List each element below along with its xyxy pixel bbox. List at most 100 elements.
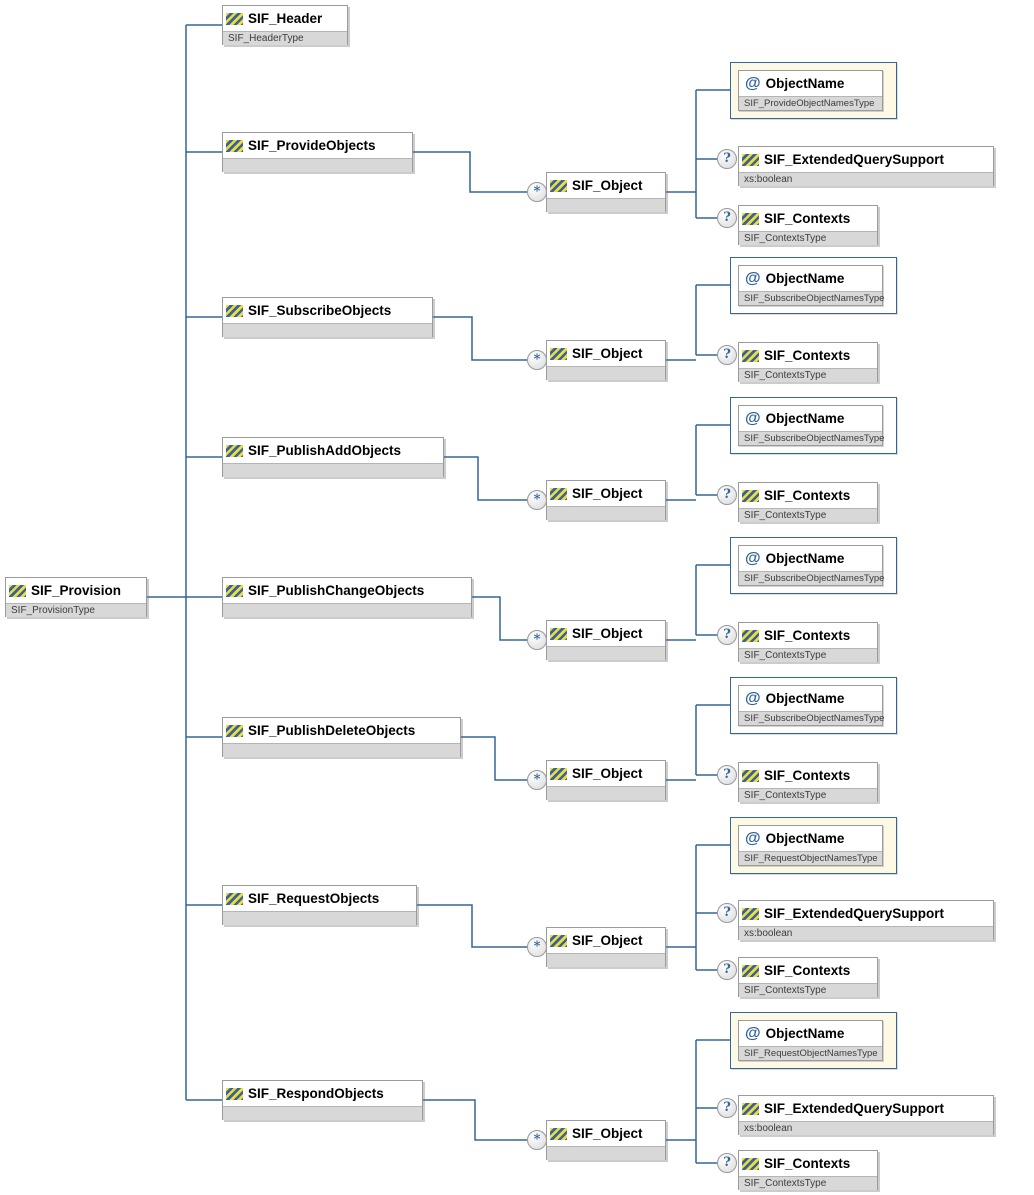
node-type [547, 786, 665, 800]
node-type: SIF_RequestObjectNamesType [739, 1046, 882, 1060]
node-label: SIF_Contexts [764, 628, 851, 643]
node-sif-respondobjects[interactable]: SIF_RespondObjects [222, 1080, 423, 1120]
node-label: SIF_Object [572, 346, 643, 361]
node-sif-extendedquerysupport[interactable]: SIF_ExtendedQuerySupport xs:boolean [738, 1095, 994, 1135]
node-objectname[interactable]: @ObjectName SIF_ProvideObjectNamesType [738, 70, 883, 111]
attribute-container: @ObjectName SIF_ProvideObjectNamesType [730, 62, 897, 119]
element-icon [742, 907, 759, 920]
node-label: SIF_Object [572, 933, 643, 948]
element-icon [742, 153, 759, 166]
node-sif-extendedquerysupport[interactable]: SIF_ExtendedQuerySupport xs:boolean [738, 900, 994, 940]
node-type [547, 1146, 665, 1160]
attribute-icon: @ [745, 829, 761, 847]
node-type [547, 506, 665, 520]
node-type [223, 1106, 422, 1120]
optional-marker: ? [717, 765, 737, 785]
node-sif-publishaddobjects[interactable]: SIF_PublishAddObjects [222, 437, 444, 477]
element-icon [550, 487, 567, 500]
node-sif-object[interactable]: SIF_Object [546, 1120, 666, 1160]
repeat-marker: * [527, 1130, 547, 1150]
attribute-container: @ObjectName SIF_SubscribeObjectNamesType [730, 257, 897, 314]
node-type: SIF_ContextsType [739, 368, 877, 382]
optional-marker: ? [717, 485, 737, 505]
element-icon [226, 139, 243, 152]
node-sif-object[interactable]: SIF_Object [546, 172, 666, 212]
node-type: SIF_ContextsType [739, 983, 877, 997]
node-objectname[interactable]: @ObjectName SIF_RequestObjectNamesType [738, 1020, 883, 1061]
node-sif-contexts[interactable]: SIF_Contexts SIF_ContextsType [738, 205, 878, 245]
node-sif-contexts[interactable]: SIF_Contexts SIF_ContextsType [738, 762, 878, 802]
node-sif-object[interactable]: SIF_Object [546, 760, 666, 800]
element-icon [742, 489, 759, 502]
attribute-container: @ObjectName SIF_RequestObjectNamesType [730, 1012, 897, 1069]
element-icon [742, 349, 759, 362]
node-sif-extendedquerysupport[interactable]: SIF_ExtendedQuerySupport xs:boolean [738, 146, 994, 186]
node-sif-publishchangeobjects[interactable]: SIF_PublishChangeObjects [222, 577, 472, 617]
node-type [547, 198, 665, 212]
element-icon [742, 769, 759, 782]
repeat-marker: * [527, 770, 547, 790]
optional-marker: ? [717, 903, 737, 923]
element-icon [226, 584, 243, 597]
node-type [547, 366, 665, 380]
element-icon [742, 964, 759, 977]
node-type: SIF_SubscribeObjectNamesType [739, 431, 884, 445]
repeat-marker: * [527, 630, 547, 650]
node-sif-object[interactable]: SIF_Object [546, 480, 666, 520]
node-label: SIF_RequestObjects [248, 891, 380, 906]
attribute-icon: @ [745, 549, 761, 567]
node-objectname[interactable]: @ObjectName SIF_SubscribeObjectNamesType [738, 545, 884, 586]
node-type: xs:boolean [739, 926, 993, 940]
optional-marker: ? [717, 960, 737, 980]
node-objectname[interactable]: @ObjectName SIF_SubscribeObjectNamesType [738, 405, 884, 446]
node-sif-contexts[interactable]: SIF_Contexts SIF_ContextsType [738, 957, 878, 997]
node-sif-object[interactable]: SIF_Object [546, 927, 666, 967]
node-sif-contexts[interactable]: SIF_Contexts SIF_ContextsType [738, 622, 878, 662]
node-type [223, 158, 412, 172]
element-icon [226, 1087, 243, 1100]
node-sif-provision[interactable]: SIF_Provision SIF_ProvisionType [5, 577, 147, 617]
optional-marker: ? [717, 345, 737, 365]
node-label: SIF_Contexts [764, 488, 851, 503]
node-sif-object[interactable]: SIF_Object [546, 620, 666, 660]
node-objectname[interactable]: @ObjectName SIF_SubscribeObjectNamesType [738, 265, 884, 306]
node-label: SIF_Contexts [764, 768, 851, 783]
node-label: SIF_Header [248, 11, 323, 26]
element-icon [226, 892, 243, 905]
node-label: SIF_SubscribeObjects [248, 303, 392, 318]
attribute-icon: @ [745, 269, 761, 287]
node-sif-contexts[interactable]: SIF_Contexts SIF_ContextsType [738, 482, 878, 522]
node-sif-contexts[interactable]: SIF_Contexts SIF_ContextsType [738, 1150, 878, 1190]
node-type [223, 463, 443, 477]
node-objectname[interactable]: @ObjectName SIF_RequestObjectNamesType [738, 825, 883, 866]
node-sif-publishdeleteobjects[interactable]: SIF_PublishDeleteObjects [222, 717, 461, 757]
optional-marker: ? [717, 149, 737, 169]
optional-marker: ? [717, 1098, 737, 1118]
element-icon [550, 1127, 567, 1140]
node-sif-requestobjects[interactable]: SIF_RequestObjects [222, 885, 417, 925]
node-label: SIF_Contexts [764, 963, 851, 978]
attribute-container: @ObjectName SIF_SubscribeObjectNamesType [730, 677, 897, 734]
attribute-icon: @ [745, 74, 761, 92]
node-sif-contexts[interactable]: SIF_Contexts SIF_ContextsType [738, 342, 878, 382]
node-objectname[interactable]: @ObjectName SIF_SubscribeObjectNamesType [738, 685, 884, 726]
repeat-marker: * [527, 350, 547, 370]
node-sif-subscribeobjects[interactable]: SIF_SubscribeObjects [222, 297, 433, 337]
attribute-container: @ObjectName SIF_SubscribeObjectNamesType [730, 397, 897, 454]
element-icon [550, 767, 567, 780]
node-label: SIF_ExtendedQuerySupport [764, 152, 945, 167]
attribute-icon: @ [745, 689, 761, 707]
node-type: SIF_ContextsType [739, 648, 877, 662]
element-icon [226, 304, 243, 317]
attribute-icon: @ [745, 409, 761, 427]
node-type: SIF_HeaderType [223, 31, 347, 45]
node-sif-provideobjects[interactable]: SIF_ProvideObjects [222, 132, 413, 172]
node-label: ObjectName [765, 76, 845, 91]
node-label: SIF_PublishAddObjects [248, 443, 402, 458]
node-sif-object[interactable]: SIF_Object [546, 340, 666, 380]
node-sif-header[interactable]: SIF_Header SIF_HeaderType [222, 5, 348, 45]
element-icon [550, 179, 567, 192]
node-label: SIF_Contexts [764, 211, 851, 226]
element-icon [9, 584, 26, 597]
